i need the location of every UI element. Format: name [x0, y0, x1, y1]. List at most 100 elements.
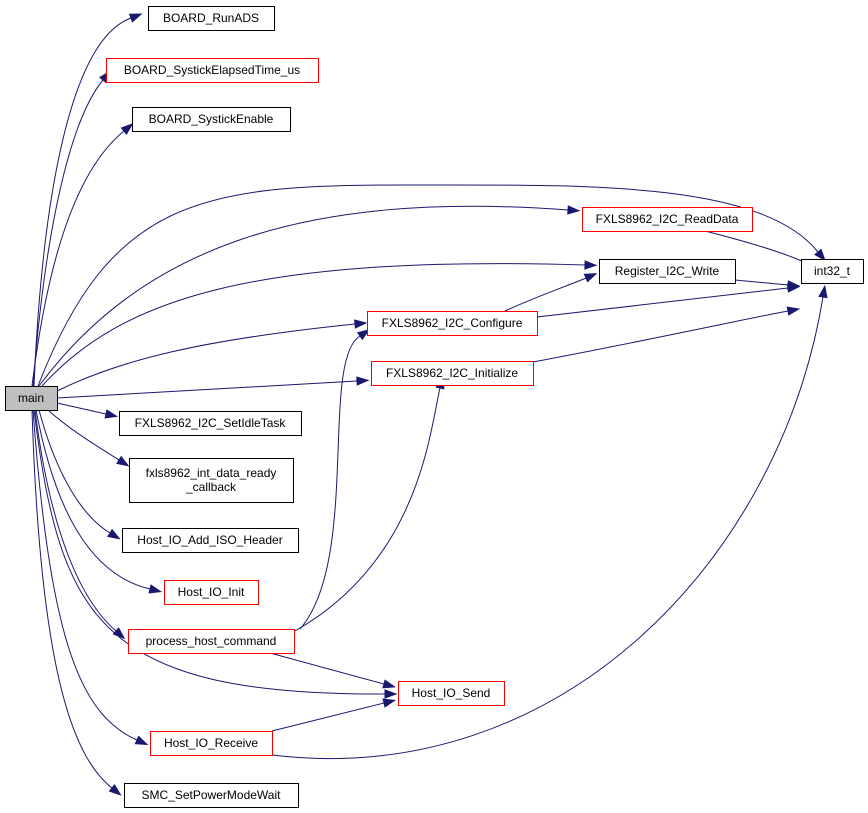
node-box [132, 107, 291, 132]
edge-main-to-host_io_add_iso [38, 409, 121, 540]
node-fxls-readdata[interactable]: FXLS8962_I2C_ReadData [582, 207, 753, 232]
edge-main-to-int32_t [37, 184, 826, 387]
edge-main-to-fxls_setidletask [56, 402, 119, 419]
arrowhead [382, 698, 397, 708]
node-host-io-send[interactable]: Host_IO_Send [398, 681, 505, 706]
edge-line [536, 287, 789, 318]
edge-main-to-fxls_readdata [38, 205, 581, 387]
edge-host_io_receive-to-int32_t [271, 284, 828, 760]
arrowhead [356, 376, 370, 386]
node-box [582, 207, 753, 232]
edge-line [532, 310, 789, 363]
node-fxls-setidletask[interactable]: FXLS8962_I2C_SetIdleTask [119, 411, 302, 436]
node-box [599, 259, 736, 284]
node-box [150, 731, 273, 756]
arrowhead [354, 319, 368, 329]
node-host-io-receive[interactable]: Host_IO_Receive [150, 731, 273, 756]
edge-line [56, 380, 358, 399]
node-box [124, 783, 299, 808]
node-main: main [5, 386, 58, 411]
node-board-runads[interactable]: BOARD_RunADS [148, 6, 275, 31]
edge-fxls_configure-to-int32_t [536, 283, 801, 318]
edge-main-to-process_host_command [34, 409, 126, 640]
node-board-systickenable[interactable]: BOARD_SystickEnable [132, 107, 291, 132]
node-box [801, 259, 864, 284]
edge-line [38, 409, 111, 534]
node-int32-t[interactable]: int32_t [801, 259, 864, 284]
node-label: process_host_command [146, 634, 277, 648]
node-process-host-command[interactable]: process_host_command [128, 629, 295, 654]
node-fxls-int-cb[interactable]: fxls8962_int_data_ready_callback [129, 458, 294, 503]
edge-line [32, 79, 104, 387]
edge-host_io_receive-to-host_io_send [271, 698, 397, 732]
node-label: Host_IO_Init [178, 585, 245, 599]
edge-line [33, 409, 386, 695]
edge-line [269, 652, 385, 685]
node-label: _callback [185, 480, 237, 494]
arrowhead [116, 455, 130, 467]
node-box [106, 58, 319, 83]
node-label: Host_IO_Add_ISO_Header [137, 533, 282, 547]
arrowhead [382, 679, 397, 689]
arrowhead [120, 123, 134, 135]
edge-line [734, 279, 789, 286]
arrowhead [786, 283, 801, 293]
node-host-io-add-iso[interactable]: Host_IO_Add_ISO_Header [122, 528, 299, 553]
node-label: BOARD_RunADS [163, 11, 259, 25]
node-label: Host_IO_Receive [164, 736, 258, 750]
node-label: BOARD_SystickEnable [149, 112, 274, 126]
node-fxls-initialize[interactable]: FXLS8962_I2C_Initialize [371, 361, 534, 386]
edge-process_host_command-to-host_io_send [269, 652, 397, 689]
node-label: FXLS8962_I2C_SetIdleTask [135, 416, 287, 430]
node-box [128, 629, 295, 654]
node-label: int32_t [814, 264, 851, 278]
edge-main-to-board_systickelapsed [32, 70, 111, 387]
edge-main-to-smc_setpowermodewait [31, 409, 122, 796]
node-label: fxls8962_int_data_ready [146, 466, 277, 480]
arrowhead [814, 248, 826, 262]
arrowhead [818, 284, 828, 299]
node-label: SMC_SetPowerModeWait [142, 788, 282, 802]
node-box [122, 528, 299, 553]
arrowhead [584, 260, 598, 270]
node-smc-setpowermodewait[interactable]: SMC_SetPowerModeWait [124, 783, 299, 808]
node-box [398, 681, 505, 706]
node-box [164, 580, 259, 605]
edge-main-to-host_io_receive [32, 409, 149, 746]
node-board-systickelapsed[interactable]: BOARD_SystickElapsedTime_us [106, 58, 319, 83]
arrowhead [148, 584, 163, 594]
node-box [129, 458, 294, 503]
edge-process_host_command-to-fxls_initialize [294, 375, 445, 632]
arrowhead [107, 528, 121, 540]
edge-line [56, 323, 356, 392]
node-box [148, 6, 275, 31]
edge-main-to-board_systickenable [31, 123, 134, 387]
node-host-io-init[interactable]: Host_IO_Init [164, 580, 259, 605]
edge-main-to-fxls_configure [56, 319, 368, 392]
edge-line [31, 130, 125, 387]
edge-line [299, 335, 361, 630]
arrowhead [583, 273, 598, 283]
arrowhead [786, 306, 801, 316]
edge-line [38, 205, 569, 387]
arrowhead [356, 328, 371, 341]
node-box [367, 311, 538, 336]
node-box [119, 411, 302, 436]
node-label: BOARD_SystickElapsedTime_us [124, 63, 300, 77]
edge-main-to-fxls_initialize [56, 376, 370, 399]
edge-fxls_configure-to-register_i2c_write [504, 273, 598, 312]
node-register-i2c-write[interactable]: Register_I2C_Write [599, 259, 736, 284]
node-label: main [18, 391, 44, 405]
edge-line [41, 263, 586, 387]
edge-line [294, 387, 441, 632]
edge-main-to-fxls_int_cb [47, 409, 130, 467]
edge-line [504, 277, 587, 312]
node-fxls-configure[interactable]: FXLS8962_I2C_Configure [367, 311, 538, 336]
edge-main-to-register_i2c_write [41, 260, 598, 387]
edge-line [35, 409, 151, 590]
edge-main-to-host_io_send [33, 409, 398, 699]
node-label: FXLS8962_I2C_Configure [382, 316, 523, 330]
node-label: FXLS8962_I2C_ReadData [596, 212, 739, 226]
arrowhead [567, 205, 581, 215]
